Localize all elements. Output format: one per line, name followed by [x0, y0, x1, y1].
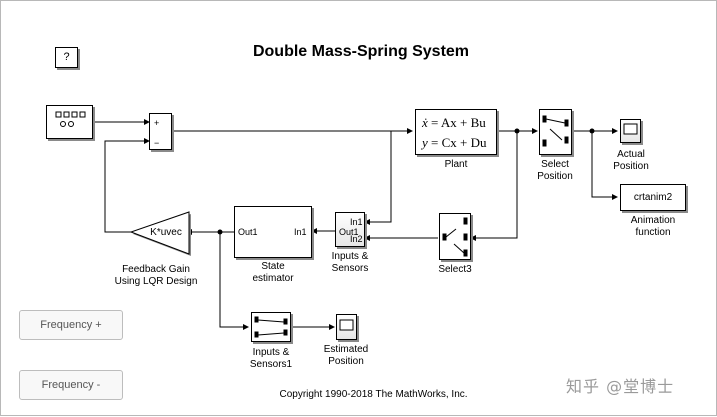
actual-position-scope[interactable] — [620, 119, 641, 143]
selector-icon — [254, 316, 288, 338]
plant-equation-output: y = Cx + Du — [422, 135, 487, 150]
copyright-text: Copyright 1990-2018 The MathWorks, Inc. — [279, 389, 468, 400]
select-position-block[interactable] — [539, 109, 572, 155]
sum-plus-sign: + — [154, 118, 160, 128]
inputs-sensors-label: Inputs &Sensors — [331, 251, 369, 274]
scope-icon — [623, 123, 638, 135]
watermark-text: 知乎 @堂博士 — [566, 377, 675, 396]
frequency-minus-button[interactable]: Frequency - — [19, 370, 123, 400]
plant-label: Plant — [444, 159, 468, 170]
state-estimator-in-port: In1 — [294, 227, 307, 237]
inputs-sensors1-label: Inputs &Sensors1 — [249, 347, 293, 370]
inputs-in2-port: In2 — [350, 234, 363, 244]
sum-block[interactable]: + − — [149, 113, 172, 150]
signal-source-block[interactable] — [46, 105, 93, 139]
feedback-gain-block[interactable] — [129, 210, 191, 258]
inputs-in1-port: In1 — [350, 217, 363, 227]
frequency-plus-button[interactable]: Frequency + — [19, 310, 123, 340]
inputs-sensors-block[interactable]: In1 Out1 In2 — [335, 212, 365, 247]
branch-point — [514, 128, 520, 134]
wire-gain-to-sum — [104, 138, 150, 233]
selector-icon — [542, 115, 569, 147]
branch-point — [217, 229, 223, 235]
animation-function-text: crtanim2 — [633, 192, 673, 203]
source-icon — [55, 111, 86, 127]
plant-block[interactable]: ẋ = Ax + Bu y = Cx + Du — [415, 109, 497, 155]
select3-block[interactable] — [439, 213, 471, 260]
wire-to-inputs1 — [219, 232, 249, 330]
inputs-out1-port: Out1 — [339, 227, 359, 237]
feedback-gain-text: K*uvec — [150, 227, 182, 238]
wire-plant-to-select3 — [470, 131, 518, 241]
animation-function-block[interactable]: crtanim2 — [620, 184, 686, 211]
wire-sum-to-inputs — [364, 131, 392, 225]
sum-minus-sign: − — [154, 138, 160, 148]
selector-icon — [442, 217, 468, 257]
estimated-position-scope[interactable] — [336, 314, 357, 340]
state-estimator-out-port: Out1 — [238, 227, 258, 237]
wire-to-animation — [591, 131, 618, 200]
scope-icon — [339, 319, 354, 331]
branch-point — [589, 128, 595, 134]
page-title: Double Mass-Spring System — [252, 43, 470, 60]
help-button[interactable]: ? — [55, 47, 78, 68]
plant-equation-state: ẋ = Ax + Bu — [422, 115, 486, 130]
inputs-sensors1-block[interactable] — [251, 312, 291, 342]
select3-label: Select3 — [438, 264, 472, 275]
state-estimator-block[interactable]: Out1 In1 — [234, 206, 312, 258]
